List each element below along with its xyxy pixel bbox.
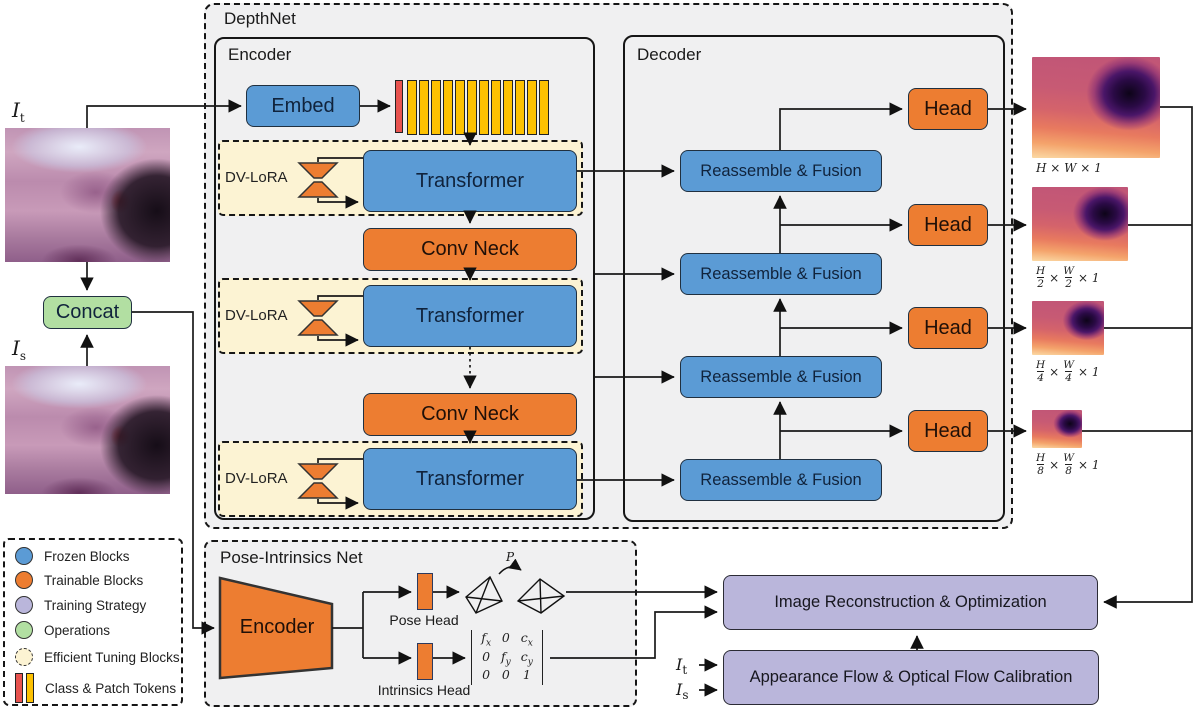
trainable-swatch-icon	[15, 571, 33, 589]
pose-encoder-label: Encoder	[239, 616, 315, 638]
head-block-3: Head	[908, 307, 988, 349]
appearance-flow-block: Appearance Flow & Optical Flow Calibrati…	[723, 650, 1099, 705]
lora-hourglass-icon-1	[297, 162, 339, 198]
decoder-title: Decoder	[637, 45, 702, 64]
transformer-block-2: Transformer	[363, 285, 577, 347]
pose-head-label: Pose Head	[389, 612, 459, 628]
input-target-label: It	[12, 98, 25, 125]
dvlora-label-2: DV-LoRA	[225, 307, 288, 324]
conv-neck-block-2: Conv Neck	[363, 393, 577, 436]
transformer-block-1: Transformer	[363, 150, 577, 212]
intrinsics-matrix: fx 0 cx 0 fy cy 0 0 1	[471, 630, 544, 685]
operations-swatch-icon	[15, 621, 33, 639]
conv-neck-block-1: Conv Neck	[363, 228, 577, 271]
legend-item-strategy: Training Strategy	[15, 596, 146, 614]
head-block-4: Head	[908, 410, 988, 452]
reassemble-fusion-block-3: Reassemble & Fusion	[680, 356, 882, 398]
transformer-block-3: Transformer	[363, 448, 577, 510]
pose-intrinsics-title: Pose-Intrinsics Net	[220, 548, 363, 567]
reassemble-fusion-block-1: Reassemble & Fusion	[680, 150, 882, 192]
legend-item-frozen: Frozen Blocks	[15, 547, 130, 565]
intrinsics-head-label: Intrinsics Head	[377, 682, 471, 698]
depth-map-output-1	[1032, 57, 1160, 158]
input-source-label: Is	[12, 336, 27, 363]
pose-encoder-trapezoid	[218, 576, 334, 680]
input-target-image	[5, 128, 170, 262]
encoder-title: Encoder	[228, 45, 292, 64]
head-block-2: Head	[908, 204, 988, 246]
pose-head-bar	[417, 573, 433, 610]
af-input-source-label: Is	[676, 680, 689, 703]
tuning-swatch-icon	[15, 648, 33, 666]
head-block-1: Head	[908, 88, 988, 130]
frozen-swatch-icon	[15, 547, 33, 565]
pose-symbol: P	[506, 550, 515, 564]
class-token-bar	[395, 80, 403, 133]
af-input-target-label: It	[676, 655, 688, 678]
embed-block: Embed	[246, 85, 360, 127]
image-reconstruction-block: Image Reconstruction & Optimization	[723, 575, 1098, 630]
reassemble-fusion-block-2: Reassemble & Fusion	[680, 253, 882, 295]
lora-hourglass-icon-3	[297, 463, 339, 499]
lora-hourglass-icon-2	[297, 300, 339, 336]
patch-token-strip	[407, 80, 553, 135]
reassemble-fusion-block-4: Reassemble & Fusion	[680, 459, 882, 501]
depth-map-output-2	[1032, 187, 1128, 261]
depth-map-output-4	[1032, 410, 1082, 448]
input-source-image	[5, 366, 170, 494]
dvlora-label-1: DV-LoRA	[225, 169, 288, 186]
intrinsics-head-bar	[417, 643, 433, 680]
dvlora-label-3: DV-LoRA	[225, 470, 288, 487]
legend-panel: Frozen Blocks Trainable Blocks Training …	[3, 538, 183, 706]
concat-block: Concat	[43, 296, 132, 329]
depth-map-label-1: H × W × 1	[1036, 161, 1102, 175]
legend-item-tuning: Efficient Tuning Blocks	[15, 648, 180, 666]
strategy-swatch-icon	[15, 596, 33, 614]
depthnet-title: DepthNet	[224, 9, 296, 28]
depth-map-output-3	[1032, 301, 1104, 355]
legend-item-trainable: Trainable Blocks	[15, 571, 143, 589]
tokens-swatch-icon	[15, 673, 34, 703]
legend-item-tokens: Class & Patch Tokens	[15, 673, 176, 703]
legend-item-operations: Operations	[15, 621, 110, 639]
